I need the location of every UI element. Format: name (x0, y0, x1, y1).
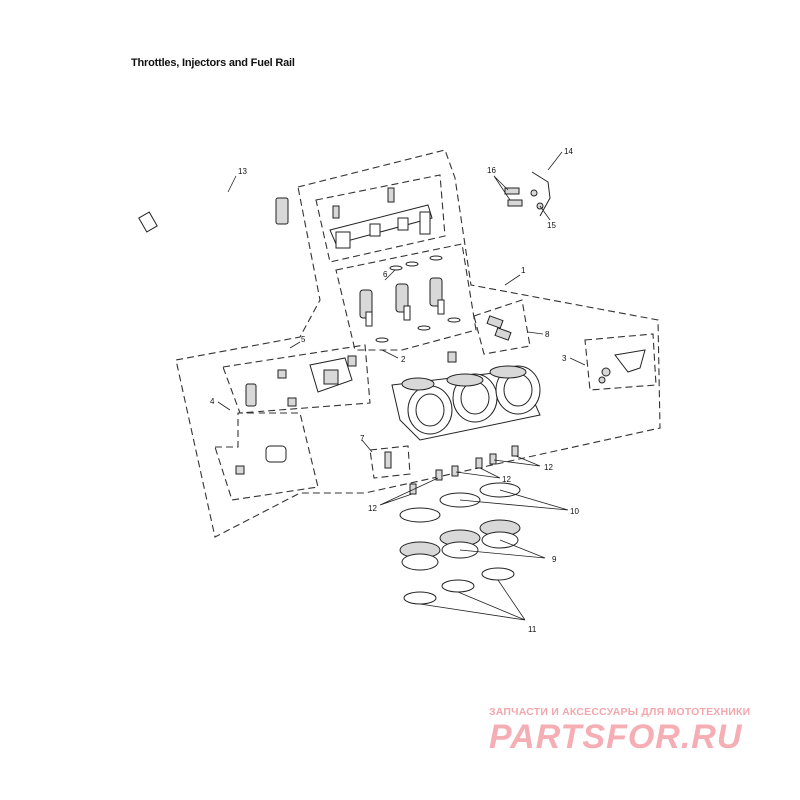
callout-15: 15 (547, 221, 556, 230)
injector-box (335, 243, 477, 351)
fuel-rail-box (315, 174, 446, 263)
callout-12-middle: 12 (502, 475, 511, 484)
fuel-rail (329, 187, 433, 249)
callout-12-right: 12 (544, 463, 553, 472)
callout-12-left: 12 (368, 504, 377, 513)
callout-8: 8 (545, 330, 550, 339)
watermark-logo: PARTSFOR.RU (489, 718, 743, 756)
callout-6: 6 (383, 270, 388, 279)
o-rings-11 (403, 567, 515, 605)
throttle-body (391, 365, 541, 441)
callout-14: 14 (564, 147, 573, 156)
watermark-tagline: ЗАПЧАСТИ И АКСЕССУАРЫ ДЛЯ МОТОТЕХНИКИ (489, 706, 751, 718)
callout-3: 3 (562, 354, 567, 363)
item-7-box (369, 445, 411, 479)
clamps-10 (399, 482, 521, 523)
bracket-14 (504, 171, 551, 217)
callout-4: 4 (210, 397, 215, 406)
injectors (359, 255, 461, 363)
callout-10: 10 (570, 507, 579, 516)
leader-lines (217, 151, 586, 621)
callout-11: 11 (528, 625, 537, 634)
throttle-position-sensor (277, 355, 357, 407)
item-3-bracket (598, 349, 646, 384)
throttle-sensor-box (222, 344, 371, 414)
callout-9: 9 (552, 555, 557, 564)
item-7-screw (384, 451, 392, 469)
callout-1: 1 (521, 266, 526, 275)
item-8-box (473, 299, 531, 355)
harness-box (214, 412, 319, 501)
adaptors-9 (399, 519, 521, 571)
item-8-parts (486, 315, 512, 341)
item-3-box (584, 333, 657, 391)
diagram-title: Throttles, Injectors and Fuel Rail (131, 57, 295, 69)
callout-16: 16 (487, 166, 496, 175)
bolts-12 (409, 445, 519, 495)
callout-2: 2 (401, 355, 406, 364)
callout-7: 7 (360, 434, 365, 443)
fuel-hose (138, 190, 289, 233)
sensor-harness (235, 383, 287, 475)
assembly-group-outline (175, 149, 661, 538)
callout-5: 5 (301, 335, 306, 344)
callout-13: 13 (238, 167, 247, 176)
